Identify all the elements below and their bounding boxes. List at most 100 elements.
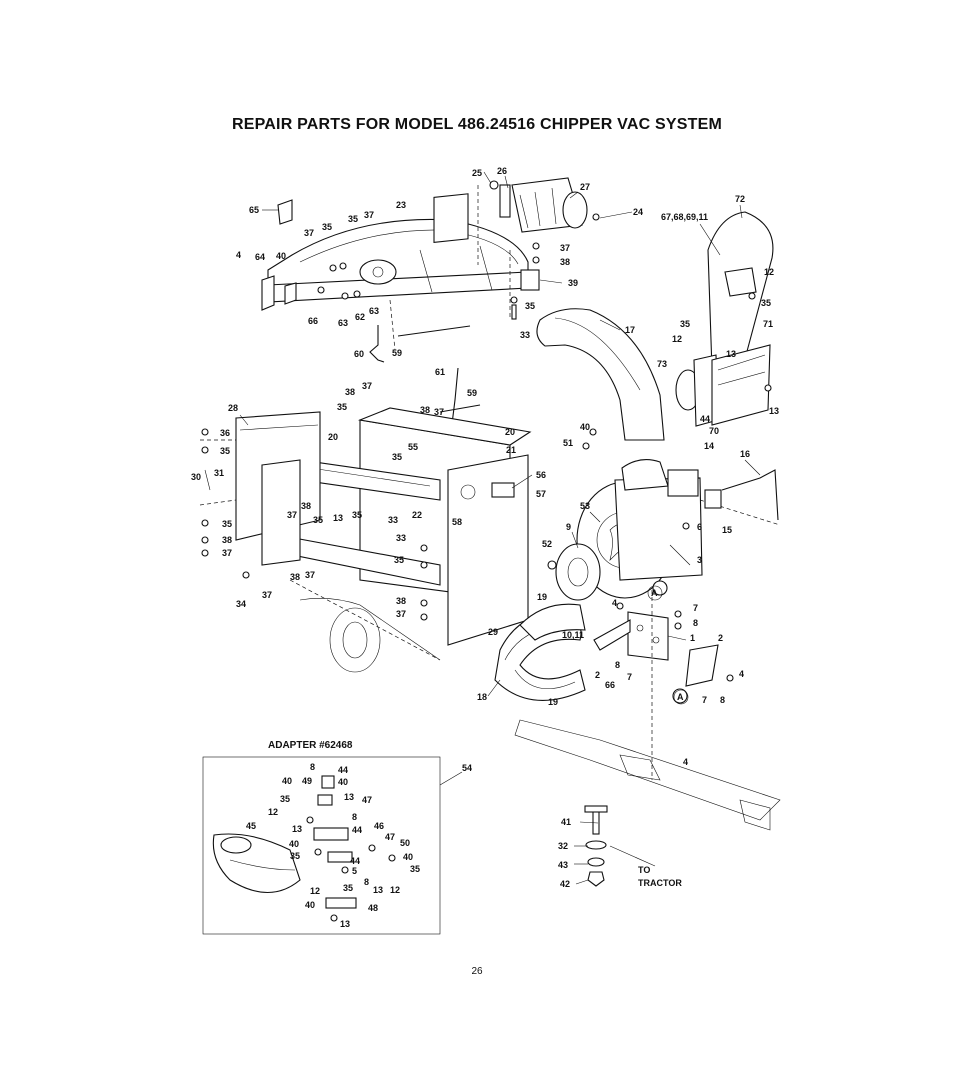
callout-37: 37 (222, 548, 232, 558)
callout-30: 30 (191, 472, 201, 482)
callout-38: 38 (560, 257, 570, 267)
callout-37: 37 (364, 210, 374, 220)
callout-66: 66 (605, 680, 615, 690)
callout-40: 40 (580, 422, 590, 432)
callout-48: 48 (368, 903, 378, 913)
callout-67-68-69-11: 67,68,69,11 (661, 212, 708, 222)
callout-20: 20 (328, 432, 338, 442)
adapter-heading: ADAPTER #62468 (268, 740, 353, 751)
callout-8: 8 (310, 762, 315, 772)
callout-29: 29 (488, 627, 498, 637)
callout-2: 2 (718, 633, 723, 643)
callout-35: 35 (348, 214, 358, 224)
callout-labels: 25 26 27 24 23 65 37 35 35 37 4 64 40 66… (191, 166, 779, 929)
callout-38: 38 (290, 572, 300, 582)
callout-40: 40 (338, 777, 348, 787)
callout-47: 47 (385, 832, 395, 842)
callout-37: 37 (362, 381, 372, 391)
callout-41: 41 (561, 817, 571, 827)
callout-72: 72 (735, 194, 745, 204)
tractor-label: TRACTOR (638, 878, 682, 888)
callout-62: 62 (355, 312, 365, 322)
upper-chute-27 (499, 177, 588, 233)
callout-4: 4 (739, 669, 744, 679)
callout-38: 38 (420, 405, 430, 415)
callout-65: 65 (249, 205, 259, 215)
callout-12: 12 (310, 886, 320, 896)
adapter-box (202, 756, 441, 935)
callout-14: 14 (704, 441, 714, 451)
callout-35: 35 (343, 883, 353, 893)
callout-7: 7 (627, 672, 632, 682)
mount-bracket-1 (593, 580, 719, 704)
callout-63: 63 (369, 306, 379, 316)
callout-43: 43 (558, 860, 568, 870)
hitch-hardware (584, 805, 656, 887)
callout-8: 8 (720, 695, 725, 705)
hardware-fasteners (201, 180, 772, 682)
callout-51: 51 (563, 438, 573, 448)
callout-54: 54 (462, 763, 472, 773)
callout-circle-a: A (677, 692, 684, 702)
callout-38: 38 (345, 387, 355, 397)
callout-47: 47 (362, 795, 372, 805)
callout-33: 33 (388, 515, 398, 525)
callout-55: 55 (408, 442, 418, 452)
page-title: REPAIR PARTS FOR MODEL 486.24516 CHIPPER… (231, 116, 723, 133)
callout-21: 21 (506, 445, 516, 455)
callout-12: 12 (672, 334, 682, 344)
callout-18: 18 (477, 692, 487, 702)
callout-37: 37 (305, 570, 315, 580)
callout-27: 27 (580, 182, 590, 192)
callout-13: 13 (726, 349, 736, 359)
callout-28: 28 (228, 403, 238, 413)
callout-19: 19 (537, 592, 547, 602)
callout-40: 40 (276, 251, 286, 261)
bracket-64 (261, 275, 275, 311)
main-frame-body (199, 407, 532, 673)
callout-19: 19 (548, 697, 558, 707)
callout-12: 12 (764, 267, 774, 277)
callout-49: 49 (302, 776, 312, 786)
callout-44: 44 (352, 825, 362, 835)
callout-38: 38 (222, 535, 232, 545)
callout-8: 8 (352, 812, 357, 822)
callout-35: 35 (352, 510, 362, 520)
callout-57: 57 (536, 489, 546, 499)
callout-8: 8 (615, 660, 620, 670)
callout-35: 35 (222, 519, 232, 529)
callout-37: 37 (262, 590, 272, 600)
callout-35: 35 (392, 452, 402, 462)
callout-44: 44 (700, 414, 710, 424)
callout-37: 37 (434, 407, 444, 417)
callout-7: 7 (702, 695, 707, 705)
page-number: 26 (471, 966, 483, 977)
callout-38: 38 (301, 501, 311, 511)
callout-59: 59 (467, 388, 477, 398)
callout-34: 34 (236, 599, 246, 609)
callout-35: 35 (394, 555, 404, 565)
callout-3: 3 (697, 555, 702, 565)
callout-8: 8 (364, 877, 369, 887)
callout-33: 33 (520, 330, 530, 340)
callout-4: 4 (683, 757, 688, 767)
discharge-chute-72 (675, 211, 774, 427)
callout-35: 35 (280, 794, 290, 804)
callout-13: 13 (292, 824, 302, 834)
callout-12: 12 (268, 807, 278, 817)
callout-7: 7 (693, 603, 698, 613)
callout-circle-a: A (651, 588, 658, 598)
callout-6: 6 (697, 522, 702, 532)
callout-52: 52 (542, 539, 552, 549)
callout-40: 40 (282, 776, 292, 786)
callout-61: 61 (435, 367, 445, 377)
callout-35: 35 (761, 298, 771, 308)
callout-46: 46 (374, 821, 384, 831)
callout-16: 16 (740, 449, 750, 459)
callout-1: 1 (690, 633, 695, 643)
callout-13: 13 (373, 885, 383, 895)
leader-lines (204, 171, 761, 885)
callout-59: 59 (392, 348, 402, 358)
callout-31: 31 (214, 468, 224, 478)
callout-15: 15 (722, 525, 732, 535)
